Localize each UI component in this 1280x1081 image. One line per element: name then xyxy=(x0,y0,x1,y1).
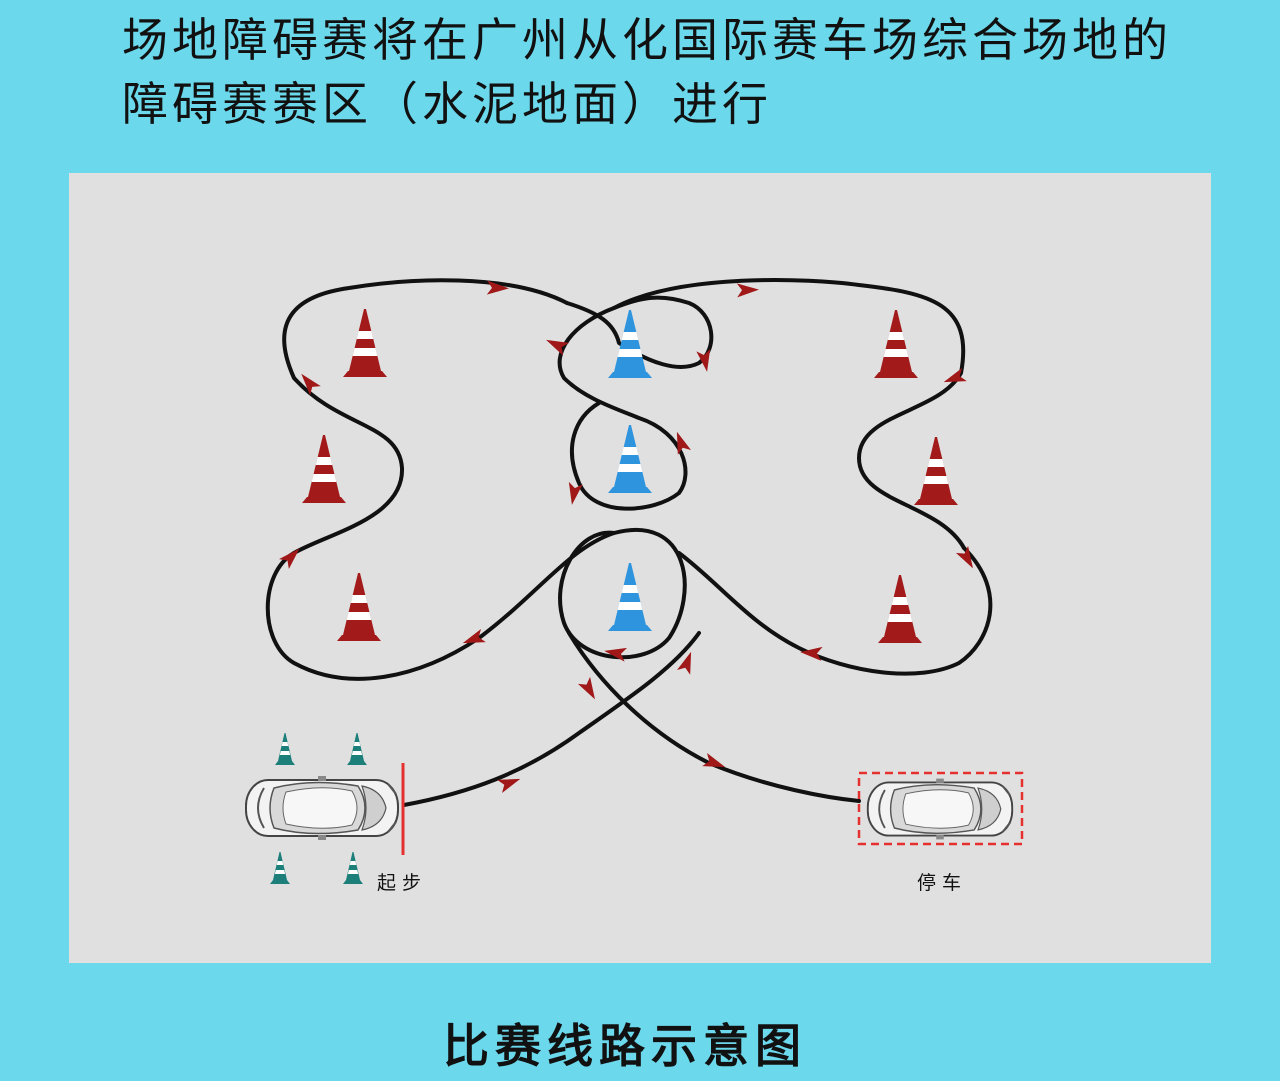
arrow-12 xyxy=(799,644,823,661)
start-label: 起 步 xyxy=(377,872,421,894)
teal-cone xyxy=(270,852,290,884)
blue-cone xyxy=(608,310,652,378)
stop-car xyxy=(866,777,1014,841)
route-top-right xyxy=(612,277,966,550)
stop-box xyxy=(857,771,1024,846)
teal-cone xyxy=(343,852,363,884)
red-cone xyxy=(302,435,346,503)
start-car xyxy=(245,775,399,841)
blue-cone xyxy=(608,425,652,493)
teal-cone xyxy=(275,733,295,765)
teal-cone xyxy=(347,733,367,765)
blue-cone xyxy=(608,563,652,631)
stop-label: 停 车 xyxy=(917,872,961,894)
route-center-circle xyxy=(558,528,687,660)
arrow-15 xyxy=(577,676,602,703)
course-diagram: 起 步 停 车 xyxy=(245,277,1024,894)
red-cone xyxy=(874,310,918,378)
red-cone xyxy=(878,575,922,643)
arrow-2 xyxy=(736,282,760,298)
page-heading: 场地障碍赛将在广州从化国际赛车场综合场地的障碍赛赛区（水泥地面）进行 xyxy=(122,13,1172,131)
route-bottom-left xyxy=(265,531,616,681)
red-cone xyxy=(337,573,381,641)
route-center-top xyxy=(557,295,714,511)
route-top-left xyxy=(282,278,569,555)
red-cone xyxy=(343,309,387,377)
course-field: 起 步 停 车 xyxy=(69,173,1211,963)
route-bottom-right xyxy=(677,546,993,676)
route-from-start xyxy=(402,631,701,807)
route-paths xyxy=(265,277,993,807)
red-cone xyxy=(914,437,958,505)
diagram-caption: 比赛线路示意图 xyxy=(443,1019,807,1073)
arrow-4 xyxy=(543,333,570,356)
